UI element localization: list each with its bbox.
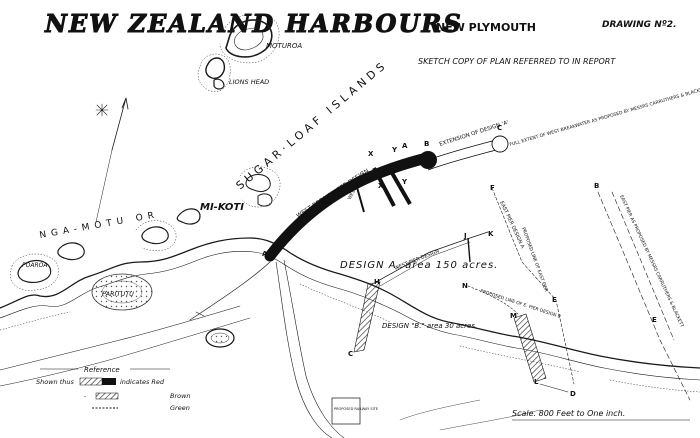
- design-b-area-label: DESIGN "B." area 30 acres.: [382, 322, 477, 330]
- legend-indicates-red: indicates Red: [120, 378, 165, 386]
- point-label: J: [463, 232, 467, 240]
- point-label: F: [490, 184, 495, 192]
- point-label: H: [374, 278, 380, 286]
- legend-green: Green: [170, 404, 190, 412]
- point-label: M: [510, 312, 517, 320]
- paritutu-hill: [91, 273, 153, 311]
- point-label: L: [534, 378, 539, 386]
- reef-rocks: [9, 166, 281, 291]
- point-label: X: [368, 150, 374, 158]
- proposed-line-e-pier-label: PROPOSED LINE OF E. PIER DESIGN B: [479, 288, 561, 320]
- moturoa-label: MOTUROA: [266, 42, 302, 50]
- point-label: N: [462, 282, 468, 290]
- east-line-label: PROPOSED LINE OF EAST PIER: [520, 227, 549, 293]
- point-label: A: [402, 142, 408, 150]
- point-label: A: [262, 250, 268, 258]
- groynes: [355, 164, 412, 213]
- legend-swatch-red: [79, 377, 103, 386]
- point-label: C: [348, 350, 353, 358]
- legend-swatch-brown: [95, 392, 119, 400]
- west-breakwater: [264, 135, 509, 262]
- lions-head-label: LIONS HEAD: [229, 78, 269, 86]
- design-lines: [189, 187, 691, 401]
- river: [275, 259, 541, 438]
- paritutu-label: PARITUTU: [102, 290, 134, 298]
- railway-site-box: [331, 397, 361, 425]
- point-label: E: [552, 296, 557, 304]
- point-label: Y: [391, 146, 398, 154]
- point-label: B: [424, 140, 429, 148]
- design-a-area-label: DESIGN A. area 150 acres.: [340, 260, 498, 271]
- point-label: K: [488, 230, 494, 238]
- point-label: D: [570, 390, 576, 398]
- east-pier-proposed-label: EAST PIER AS PROPOSED BY MESSRS CARRUTHE…: [618, 194, 685, 328]
- poaroa-label: POAROA: [22, 262, 47, 269]
- lions-head-islands: [197, 53, 231, 92]
- scale-text: Scale. 800 Feet to One inch.: [512, 409, 625, 418]
- east-pier-design-a-label: EAST PIER DESIGN A: [498, 200, 525, 250]
- point-label: C: [497, 124, 502, 132]
- legend-shown-thus: Shown thus: [36, 378, 75, 386]
- legend-title: Reference: [84, 366, 120, 374]
- point-labels: A B C X Y X Y A J K H C N M F E L D B E: [262, 124, 657, 398]
- map-subtitle: SKETCH COPY OF PLAN REFERRED TO IN REPOR…: [418, 57, 616, 66]
- point-label: B: [594, 182, 599, 190]
- drawing-number: DRAWING Nº2.: [602, 20, 677, 30]
- map-title: NEW ZEALAND HARBOURS: [44, 9, 463, 38]
- point-label: Y: [401, 178, 408, 186]
- moturoa-island: [219, 14, 280, 64]
- svg-text:-: -: [84, 393, 86, 400]
- full-extent-label: FULL EXTENT OF WEST BREAKWATER AS PROPOS…: [509, 85, 700, 148]
- north-arrow-icon: [95, 97, 129, 223]
- small-island-oval: [205, 328, 235, 348]
- legend-brown: Brown: [170, 392, 191, 400]
- place-title: NEW PLYMOUTH: [436, 21, 536, 34]
- legend: Reference Shown thus indicates Red - Bro…: [36, 366, 191, 412]
- point-label: X: [378, 182, 384, 190]
- point-label: E: [652, 316, 657, 324]
- railway-site-label: PROPOSED RAILWAY SITE: [334, 407, 378, 411]
- mikoti-label: MI-KOTI: [200, 202, 244, 213]
